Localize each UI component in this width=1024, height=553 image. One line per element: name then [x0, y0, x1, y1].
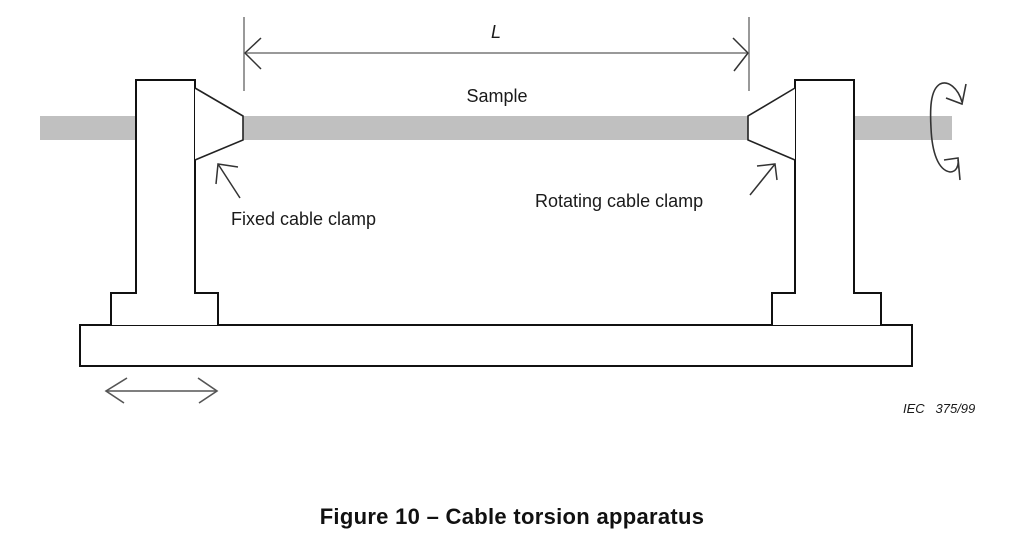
rotation-arrow-icon — [929, 82, 967, 181]
cable-right-segment — [854, 116, 952, 140]
dimension-arrowhead-left-icon — [243, 37, 262, 70]
dimension-label-l: L — [491, 22, 501, 42]
left-support-pillar — [110, 79, 219, 325]
cable-left-segment — [40, 116, 136, 140]
right-support-pillar — [771, 79, 882, 325]
dimension-arrowhead-right-icon — [732, 37, 749, 72]
sample-label: Sample — [466, 86, 527, 106]
slide-double-arrow-icon — [104, 377, 219, 404]
rotating-clamp-leader-arrow-icon — [749, 163, 778, 196]
rotating-clamp-label: Rotating cable clamp — [535, 191, 703, 211]
dimension-line-l — [243, 17, 750, 91]
fixed-clamp-leader-arrow-icon — [215, 163, 241, 199]
fixed-clamp-label: Fixed cable clamp — [231, 209, 376, 229]
iec-reference: IEC 375/99 — [903, 401, 975, 416]
sample-cable — [243, 116, 748, 140]
figure-caption: Figure 10 – Cable torsion apparatus — [319, 504, 705, 529]
base-platform — [79, 324, 913, 367]
fixed-cable-clamp — [194, 87, 244, 161]
rotating-cable-clamp — [747, 87, 796, 161]
